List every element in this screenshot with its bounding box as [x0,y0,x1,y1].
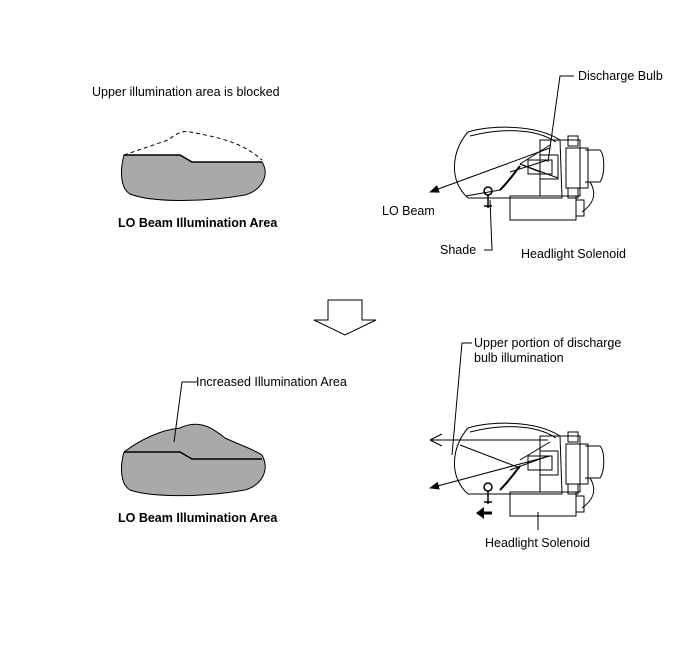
increased-label: Increased Illumination Area [196,375,347,389]
top-area-caption: LO Beam Illumination Area [118,216,278,230]
upper-portion-label-line2: bulb illumination [474,351,564,365]
bottom-area-caption: LO Beam Illumination Area [118,511,278,525]
discharge-bulb-leader [547,75,574,163]
shade-label: Shade [440,243,477,257]
shade [484,195,492,208]
blocked-caption: Upper illumination area is blocked [92,85,280,99]
upper-portion-leader [451,342,472,456]
headlight-solenoid [509,195,577,221]
increased-leader [173,381,197,443]
cutoff-line [124,154,262,163]
shade-pivot [483,186,493,196]
top-headlight-section [429,75,605,251]
solenoid-label-top: Headlight Solenoid [521,247,626,261]
cutoff-line-bottom [124,451,262,460]
shade-leader [484,199,493,251]
headlight-solenoid-bottom [509,491,577,517]
bottom-illumination-area [121,381,266,497]
lo-beam-ray [429,147,551,193]
lo-beam-area-shape [121,154,266,202]
solenoid-label-bottom: Headlight Solenoid [485,536,590,550]
increased-area-shape [121,423,266,497]
transition-arrow [313,299,377,336]
top-illumination-area [121,131,266,202]
lens-outline [454,131,469,199]
lo-beam-label: LO Beam [382,204,435,218]
discharge-bulb-label: Discharge Bulb [578,69,663,83]
rear-cap [585,149,605,183]
blocked-upper-area-outline [123,131,263,161]
upper-portion-label-line1: Upper portion of discharge [474,336,622,350]
bottom-headlight-section [429,342,605,530]
